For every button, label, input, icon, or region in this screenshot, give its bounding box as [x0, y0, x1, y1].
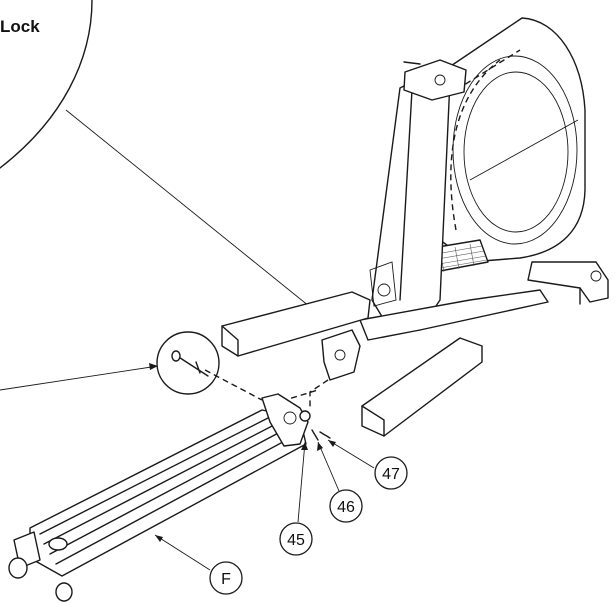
rail-end-block [261, 393, 309, 447]
top-fitting [434, 74, 446, 86]
rear-stabilizer [527, 261, 609, 303]
upright-bracket [369, 261, 397, 307]
rail-alignment-path-2 [271, 389, 319, 405]
callout-45: 45 [279, 522, 313, 556]
leader-47 [327, 439, 375, 469]
flywheel-spoke [469, 119, 579, 181]
rail-body [29, 409, 307, 577]
callout-46-label: 46 [337, 499, 355, 516]
flywheel-housing [429, 17, 586, 263]
rail-assembly-f [8, 393, 309, 602]
callout-47-label: 47 [382, 466, 400, 483]
flywheel-ring-inner [463, 71, 569, 233]
part-46-washer [311, 429, 319, 441]
detail-label-lock: Lock [0, 17, 40, 36]
part-47-spacer [319, 431, 331, 439]
upright-edge [399, 89, 413, 301]
bolt-path-line [204, 369, 263, 401]
callout-f: F [209, 561, 243, 595]
leader-47-arrow [328, 440, 336, 447]
bolt-detail [156, 331, 220, 395]
center-rail [361, 337, 483, 437]
rail-cap [48, 537, 68, 551]
leader-f-arrow [155, 535, 163, 542]
bolt-washer [195, 361, 201, 374]
bolt-leader-arrow [149, 363, 158, 370]
bolt-head [171, 350, 181, 362]
leader-f [154, 534, 211, 571]
callout-46: 46 [329, 489, 363, 523]
rail-line-3 [49, 429, 285, 555]
front-stabilizer-end [221, 325, 239, 357]
leader-45 [297, 441, 306, 523]
callout-47: 47 [374, 456, 408, 490]
base-frame [359, 289, 549, 341]
hardware-parts [299, 410, 331, 441]
front-stabilizer [221, 291, 371, 357]
leader-46 [317, 441, 340, 492]
leader-46-arrow [317, 442, 323, 451]
detail-leader-line [65, 109, 331, 324]
mounting-bracket [321, 329, 361, 381]
top-wire [403, 61, 421, 65]
upright-pivot [377, 283, 391, 297]
rail-wheel-left [8, 557, 28, 579]
bolt-leader-line [0, 365, 159, 391]
rail-line-2 [43, 423, 277, 545]
detail-view: Lock [0, 0, 93, 169]
part-45-knob [299, 410, 311, 422]
bracket-hole [334, 349, 346, 361]
leader-45-arrow [301, 442, 308, 450]
rail-alignment-path [309, 379, 329, 408]
rail-end-hole [283, 411, 297, 425]
rail-wheel-right [55, 582, 73, 602]
rail-line-1 [39, 417, 269, 535]
rear-stabilizer-cap [590, 270, 602, 282]
center-rail-end [361, 405, 385, 437]
detail-circle-edge [0, 0, 93, 169]
callout-45-label: 45 [287, 532, 305, 549]
flywheel-seam [450, 59, 501, 231]
rail-line-4 [55, 435, 295, 565]
callout-f-label: F [221, 571, 231, 588]
machine-body [221, 17, 609, 437]
